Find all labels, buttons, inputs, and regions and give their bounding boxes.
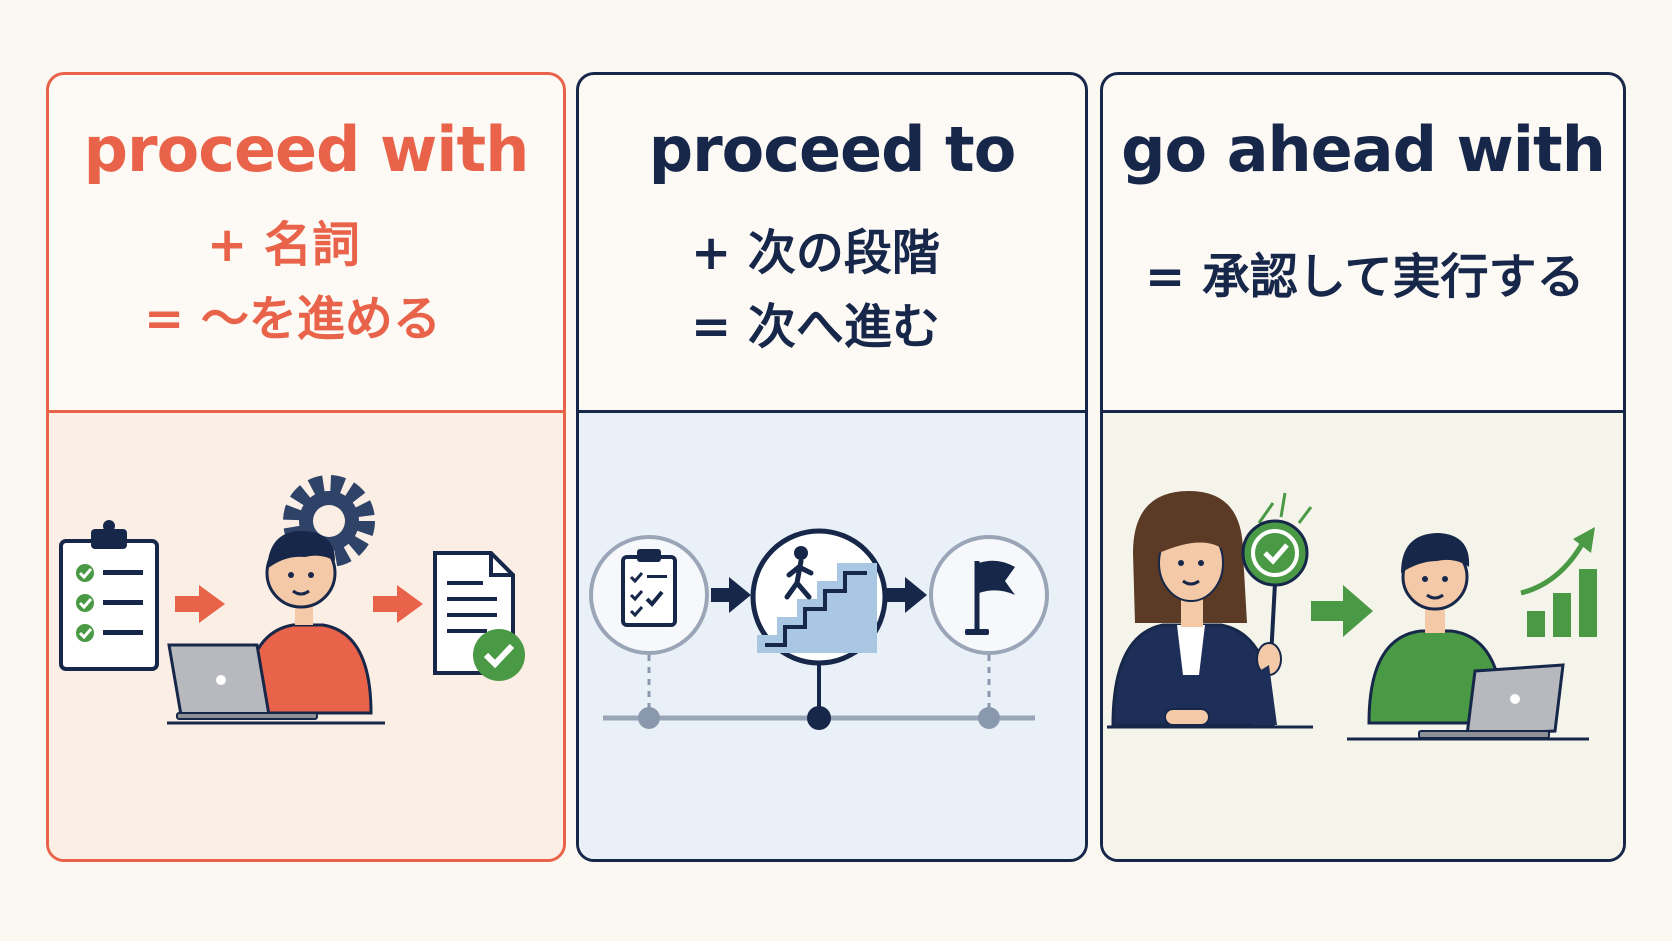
- goal-flag-icon: [929, 535, 1049, 655]
- stairs-climber-icon: [750, 528, 888, 666]
- panel-title: proceed with: [83, 113, 530, 186]
- progress-timeline-icon: [603, 655, 1035, 730]
- panel-meaning-line: = 承認して実行する: [1145, 249, 1585, 305]
- clipboard-checklist-icon: [589, 535, 709, 655]
- panel-proceed-with: proceed with + 名詞 = 〜を進める: [46, 72, 566, 862]
- panel-header: go ahead with = 承認して実行する: [1103, 75, 1623, 410]
- arrow-right-icon: [711, 577, 751, 613]
- panel-meaning-line: = 次へ進む: [691, 299, 940, 355]
- approver-woman-icon: [1107, 491, 1313, 729]
- arrow-right-icon: [887, 577, 927, 613]
- document-check-icon: [433, 551, 525, 681]
- panel-title: go ahead with: [1121, 113, 1606, 186]
- arrow-right-icon: [1311, 585, 1373, 637]
- person-laptop-icon: [1347, 533, 1589, 741]
- clipboard-checklist-icon: [59, 520, 159, 671]
- approval-sign-icon: [1241, 492, 1313, 725]
- panel-proceed-to: proceed to + 次の段階 = 次へ進む: [576, 72, 1088, 862]
- panel-illustration: [1103, 413, 1623, 859]
- panel-usage-line: + 次の段階: [691, 225, 940, 281]
- panel-divider: [1103, 410, 1623, 413]
- panel-header: proceed with + 名詞 = 〜を進める: [49, 75, 563, 410]
- panel-header: proceed to + 次の段階 = 次へ進む: [579, 75, 1085, 410]
- arrow-right-icon: [175, 585, 225, 623]
- panel-title: proceed to: [648, 113, 1017, 186]
- panel-go-ahead-with: go ahead with = 承認して実行する: [1100, 72, 1626, 862]
- panel-usage-line: + 名詞: [207, 217, 360, 273]
- person-laptop-icon: [167, 530, 385, 725]
- panel-meaning-line: = 〜を進める: [144, 291, 441, 347]
- growth-chart-icon: [1520, 527, 1597, 637]
- panel-divider: [579, 410, 1085, 413]
- panel-illustration: [49, 413, 563, 859]
- arrow-right-icon: [373, 585, 423, 623]
- panel-divider: [49, 410, 563, 413]
- panel-illustration: [579, 413, 1085, 859]
